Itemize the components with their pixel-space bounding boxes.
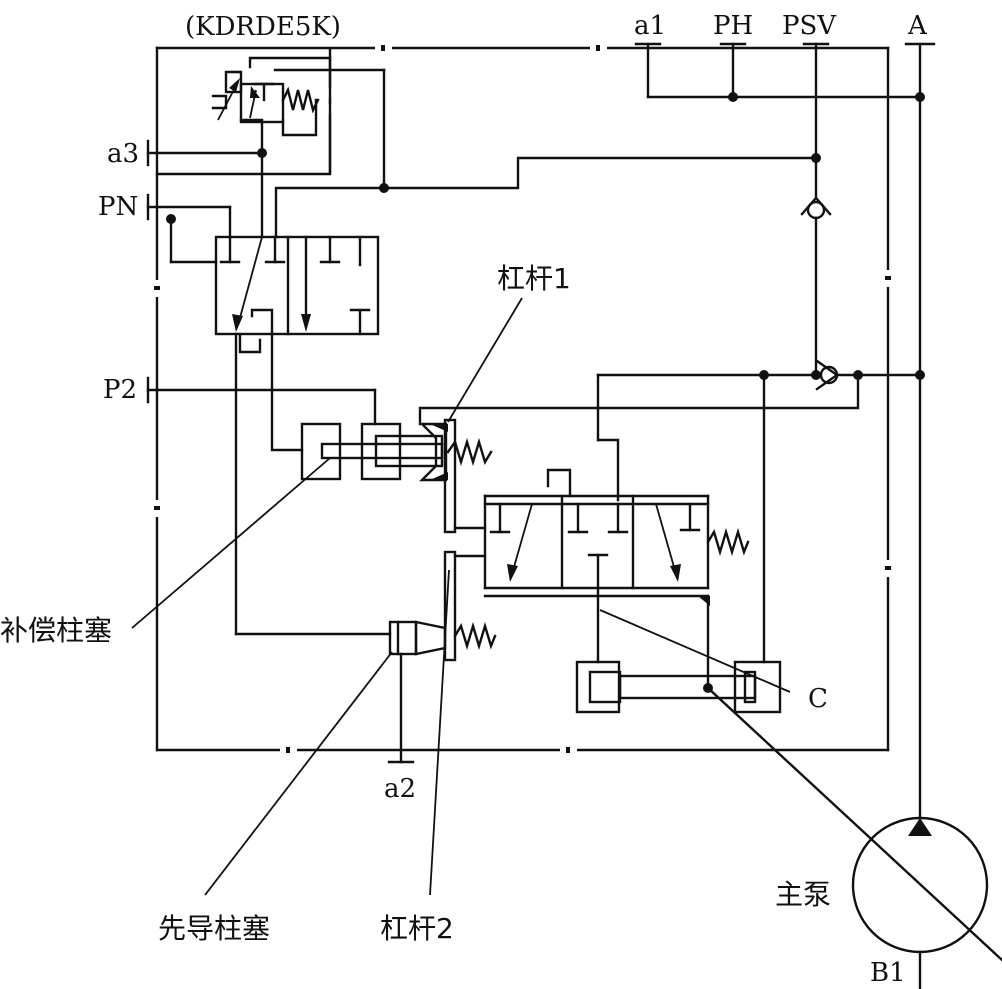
linkage-line <box>706 686 1002 962</box>
port-psv-label: PSV <box>782 11 837 41</box>
port-a1-label: a1 <box>634 11 666 41</box>
port-b1-label: B1 <box>870 958 906 988</box>
port-a-label: A <box>907 11 928 41</box>
pilot-piston <box>234 620 497 764</box>
upper-spool-valve <box>214 68 821 636</box>
lever-1 <box>443 418 487 534</box>
regulator-housing <box>154 45 891 753</box>
port-p2-label: P2 <box>103 375 137 405</box>
lever-2-label: 杠杆2 <box>380 912 454 945</box>
port-pn-label: PN <box>98 192 138 222</box>
port-a2-label: a2 <box>384 774 416 804</box>
compensating-piston-label: 补偿柱塞 <box>0 614 112 647</box>
check-valves <box>418 196 925 502</box>
main-pump <box>851 816 989 989</box>
compensating-piston <box>300 422 493 482</box>
port-ph-label: PH <box>713 11 753 41</box>
port-a3-label: a3 <box>107 139 139 169</box>
main-pump-label: 主泵 <box>775 878 831 911</box>
servo-c-label: C <box>808 684 828 714</box>
lever-1-label: 杠杆1 <box>497 262 571 295</box>
servo-cylinder <box>575 373 782 714</box>
lever-2 <box>443 550 487 662</box>
lower-spool-valve <box>483 468 750 690</box>
top-ports <box>634 42 936 820</box>
pilot-piston-label: 先导柱塞 <box>158 912 270 945</box>
left-ports <box>146 139 377 426</box>
leader-lines <box>131 297 791 896</box>
model-label: (KDRDE5K) <box>185 12 341 42</box>
kdrde5k-valve <box>155 48 332 239</box>
